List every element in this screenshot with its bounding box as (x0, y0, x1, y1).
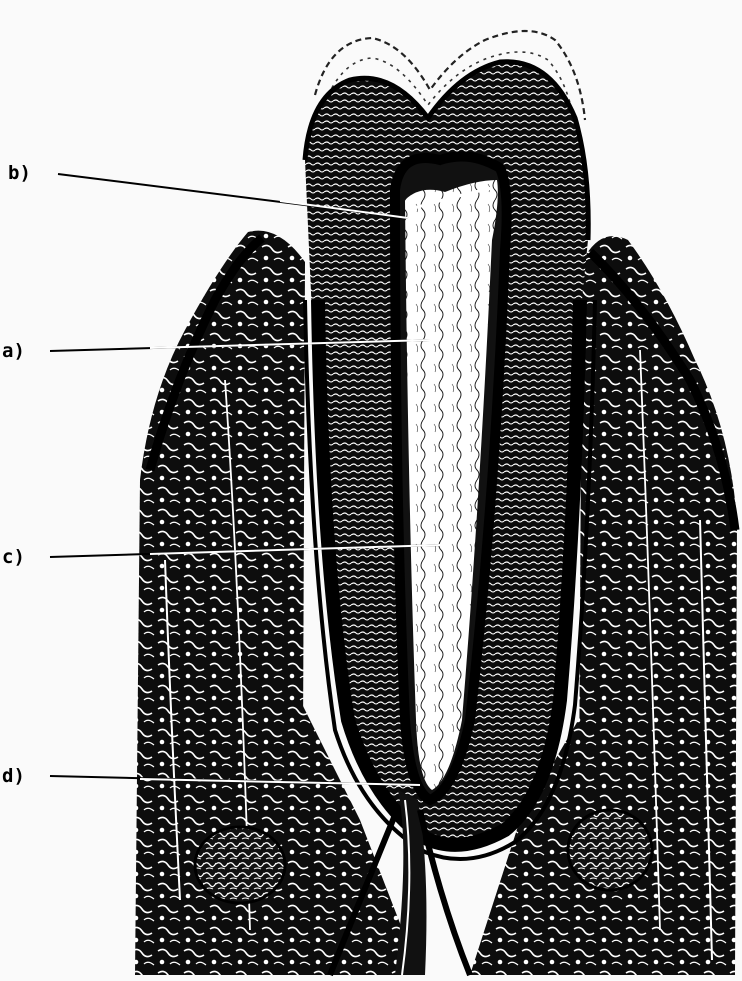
label-b: b) (8, 163, 31, 183)
label-c: c) (2, 547, 25, 567)
label-d: d) (2, 766, 25, 786)
label-a: a) (2, 341, 25, 361)
